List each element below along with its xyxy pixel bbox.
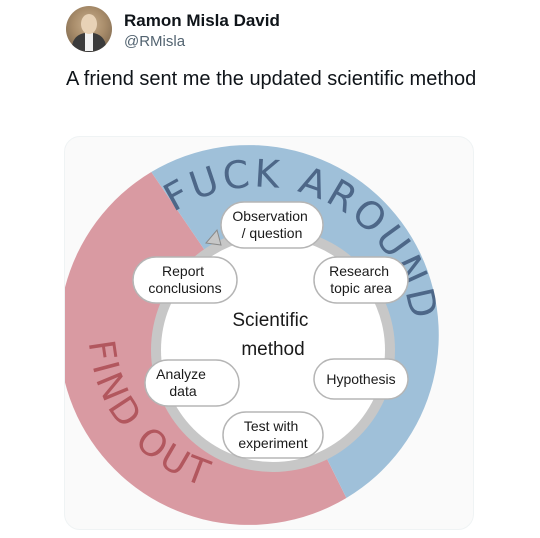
- svg-text:Observation / question: Observation / question: [232, 208, 311, 241]
- cycle-arrow-icon: [205, 228, 222, 246]
- author-handle[interactable]: @RMisla: [124, 33, 186, 50]
- svg-text:Analyze data: Analyze data: [156, 366, 210, 399]
- tweet-text: A friend sent me the updated scientific …: [66, 68, 477, 90]
- avatar-face: [81, 14, 97, 34]
- step-test: Test with experiment: [222, 411, 324, 459]
- tweet-image[interactable]: FUCK AROUND FIND OUT Scientific method O…: [64, 136, 474, 530]
- center-label: Scientific method: [232, 310, 313, 360]
- step-hypothesis: Hypothesis: [313, 358, 409, 400]
- svg-text:Test with experiment: Test with experiment: [238, 418, 307, 451]
- avatar-shirt: [85, 33, 93, 51]
- step-research: Research topic area: [313, 256, 409, 304]
- avatar[interactable]: [66, 6, 112, 52]
- svg-text:Report conclusions: Report conclusions: [148, 263, 221, 296]
- svg-text:Research topic area: Research topic area: [329, 263, 393, 296]
- scientific-method-diagram: FUCK AROUND FIND OUT Scientific method O…: [65, 145, 444, 525]
- svg-text:Hypothesis: Hypothesis: [326, 371, 395, 387]
- step-report: Report conclusions: [132, 256, 238, 304]
- step-analyze: Analyze data: [144, 359, 240, 407]
- step-observation: Observation / question: [220, 201, 324, 249]
- author-display-name[interactable]: Ramon Misla David: [124, 11, 280, 30]
